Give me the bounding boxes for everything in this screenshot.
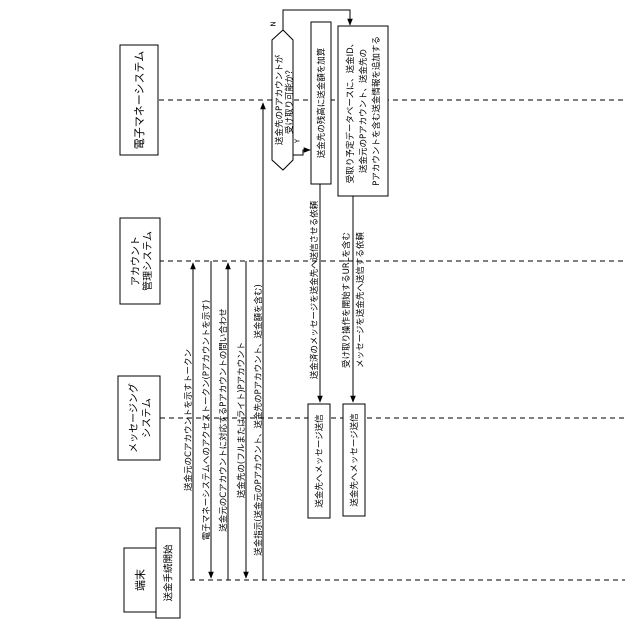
lane-terminal-label: 端末 — [133, 569, 147, 591]
lane-account: アカウント 管理システム — [120, 218, 160, 304]
lane-messaging-label-2: システム — [141, 398, 153, 438]
decision-label-2: 受け取り可能か？ — [284, 66, 295, 134]
send-message-label-1: 送金先へメッセージ送信 — [314, 414, 325, 508]
send-message-box-2: 送金先へメッセージ送信 — [343, 404, 365, 516]
lane-account-label-1: アカウント — [130, 236, 142, 286]
record-label-3: Pアカウントを含む送金情報を追加する — [371, 36, 382, 186]
record-box: 受取り予定データベースに、送金ID、 送金元のPアカウント、送金先の Pアカウン… — [338, 26, 388, 196]
label-msg-request-2-2: メッセージを送金先へ送信する依頼 — [355, 232, 366, 368]
label-msg-request-2-1: 受け取り操作を開始するURLを含む — [341, 232, 352, 368]
add-balance-label: 送金先の残高に送金額を加算 — [316, 47, 327, 158]
lane-emoney-label: 電子マネーシステム — [133, 51, 146, 149]
start-process-label: 送金手続開始 — [163, 544, 175, 602]
label-msg-request-1: 送金済のメッセージを送金先へ送信させる依頼 — [309, 200, 320, 379]
record-label-2: 送金元のPアカウント、送金先の — [358, 49, 369, 173]
lane-terminal: 端末 — [124, 548, 156, 612]
lane-messaging-label-1: メッセージング — [127, 383, 140, 453]
send-message-box-1: 送金先へメッセージ送信 — [308, 404, 330, 518]
start-process-box: 送金手続開始 — [156, 528, 180, 618]
add-balance-box: 送金先の残高に送金額を加算 — [311, 22, 331, 184]
record-label-1: 受取り予定データベースに、送金ID、 — [345, 39, 356, 183]
decision-yes-label: Y — [294, 138, 302, 144]
decision-node: 送金先のPアカウントが 受け取り可能か？ — [272, 30, 295, 170]
lane-emoney: 電子マネーシステム — [120, 45, 158, 155]
label-m3: 送金元のCアカウントに対応するPアカウントの問い合わせ — [218, 308, 229, 532]
label-m4: 送金先の(フルまたはライト)Pアカウント — [236, 342, 247, 498]
arrow-decision-yes — [293, 150, 310, 155]
lane-account-label-2: 管理システム — [141, 231, 154, 291]
decision-no-label: N — [270, 21, 278, 26]
label-m2: 電子マネーシステムへのアクセストークン(Pアカウントを示す) — [202, 300, 212, 540]
label-m5: 送金指示(送金元のPアカウント、送金先のPアカウント、送金額を含む) — [253, 284, 264, 556]
lane-messaging: メッセージング システム — [118, 376, 160, 460]
decision-label-1: 送金先のPアカウントが — [274, 54, 285, 145]
label-m1: 送金元のCアカウントを示すトークン — [183, 349, 194, 491]
send-message-label-2: 送金先へメッセージ送信 — [349, 413, 360, 507]
